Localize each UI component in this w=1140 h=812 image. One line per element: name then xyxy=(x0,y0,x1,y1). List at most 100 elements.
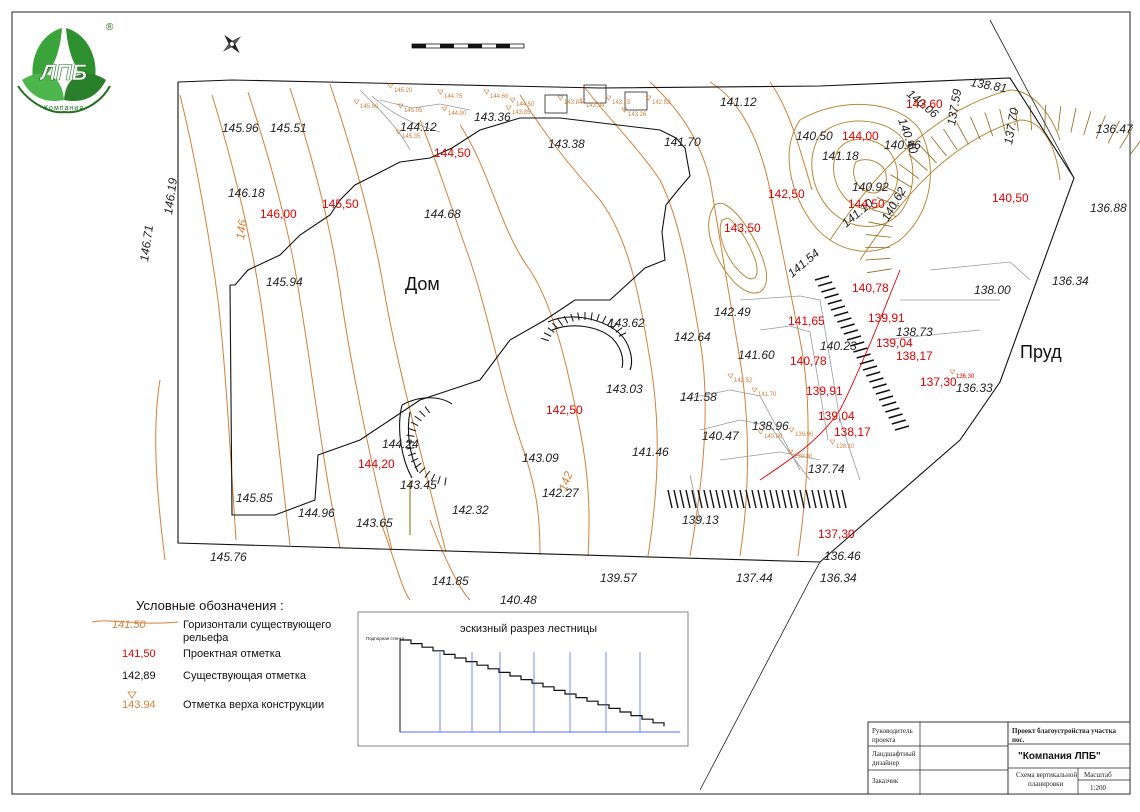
top-elevation: 144.75 xyxy=(444,94,463,100)
existing-elevation: 141.70 xyxy=(664,135,701,149)
existing-elevation: 136.34 xyxy=(820,571,857,585)
existing-elevation: 143.38 xyxy=(548,137,585,151)
house-label: Дом xyxy=(405,274,440,294)
top-elevation: 138.10 xyxy=(836,444,855,450)
top-elevation: 142.52 xyxy=(652,100,671,106)
existing-elevation: 145.85 xyxy=(236,491,273,505)
project-elevation: 140,78 xyxy=(852,281,889,295)
project-elevation: 144,00 xyxy=(842,129,879,143)
top-marker-icon xyxy=(606,96,611,100)
project-elevation: 143,60 xyxy=(906,97,943,111)
legend-project-text: Проектная отметка xyxy=(183,648,282,660)
logo-registered-mark: ® xyxy=(106,22,114,33)
project-elevation: 143,50 xyxy=(724,221,761,235)
existing-elevation: 141.12 xyxy=(720,95,757,109)
top-elevation: 142.52 xyxy=(734,378,753,384)
logo-text: ЛПБ xyxy=(39,60,88,85)
existing-elevation: 142.64 xyxy=(674,330,711,344)
project-elevation: 138,17 xyxy=(834,425,871,439)
top-marker-icon xyxy=(558,96,563,100)
project-elevation: 142,50 xyxy=(768,187,805,201)
existing-elevation: 140.50 xyxy=(796,129,833,143)
existing-elevation: 141.46 xyxy=(632,445,669,459)
existing-elevation: 146.71 xyxy=(137,224,156,262)
top-marker-icon xyxy=(510,98,515,102)
top-elevation: 139.90 xyxy=(795,432,814,438)
existing-elevation: 137.74 xyxy=(808,462,845,476)
scale-bar xyxy=(412,44,524,48)
project-elevation: 144,50 xyxy=(848,197,885,211)
top-elevation: 143.26 xyxy=(628,112,647,118)
company-logo: ЛПБ Компания ® xyxy=(16,22,114,123)
tb-scale-value: 1:200 xyxy=(1090,784,1106,792)
existing-elevation: 141.18 xyxy=(822,149,859,163)
existing-elevation: 144.12 xyxy=(400,120,437,134)
project-elevation: 139,04 xyxy=(876,336,913,350)
existing-elevation: 141.58 xyxy=(680,390,717,404)
top-elevation: 144.90 xyxy=(448,111,467,117)
legend-top-text: Отметка верха конструкции xyxy=(183,699,324,711)
legend-existing-value: 142,89 xyxy=(122,670,156,682)
top-elevation: 143.85 xyxy=(512,110,531,116)
top-elevation: 139.00 xyxy=(794,454,813,460)
top-marker-icon xyxy=(789,428,794,432)
existing-elevation: 137.44 xyxy=(736,571,773,585)
existing-elevation: 136.46 xyxy=(824,549,861,563)
top-elevation: 140.80 xyxy=(764,434,783,440)
existing-elevation: 139.13 xyxy=(682,513,719,527)
project-elevation: 144,20 xyxy=(358,457,395,471)
existing-elevation: 146.18 xyxy=(228,186,265,200)
project-elevation: 140,78 xyxy=(790,354,827,368)
legend-contour-text: Горизонтали существующего рельефа xyxy=(183,619,334,644)
project-elevation: 137,30 xyxy=(920,375,957,389)
project-elevation: 139,91 xyxy=(868,311,905,325)
existing-elevation: 145.76 xyxy=(210,550,247,564)
top-elevation: 143.15 xyxy=(612,100,631,106)
top-marker-icon xyxy=(752,388,757,392)
project-elevation: 141,65 xyxy=(788,314,825,328)
project-elevation: 144,50 xyxy=(434,146,471,160)
existing-elevation: 136.47 xyxy=(1096,122,1134,136)
section-title: эскизный разрез лестницы xyxy=(460,623,597,635)
contour-value: 146 xyxy=(233,218,250,240)
top-marker-icon xyxy=(442,107,447,111)
tb-scale-label: Масштаб xyxy=(1084,771,1112,779)
existing-elevation: 140.48 xyxy=(500,593,537,607)
existing-elevation: 141.54 xyxy=(785,246,822,281)
project-elevation: 137,30 xyxy=(818,527,855,541)
existing-elevation: 137.59 xyxy=(944,88,964,127)
existing-elevation: 145.96 xyxy=(222,121,259,135)
existing-elevation: 142.49 xyxy=(714,305,751,319)
top-marker-icon xyxy=(950,370,955,374)
project-elevation: 140,50 xyxy=(992,191,1029,205)
existing-elevation: 143.62 xyxy=(608,316,645,330)
top-elevation: 141.70 xyxy=(758,392,777,398)
project-elevation: 139,04 xyxy=(818,409,855,423)
top-marker-icon xyxy=(484,90,489,94)
existing-elevation: 143.65 xyxy=(356,516,393,530)
tb-company: "Компания ЛПБ" xyxy=(1018,751,1101,762)
top-marker-icon xyxy=(438,90,443,94)
top-elevation: 144.50 xyxy=(516,102,535,108)
top-elevation: 143.84 xyxy=(564,100,583,106)
top-marker-icon xyxy=(354,100,359,104)
existing-elevation: 138.96 xyxy=(752,419,789,433)
existing-elevation: 136.88 xyxy=(1090,201,1127,215)
existing-elevation: 143.09 xyxy=(522,451,559,465)
existing-elevation: 141.85 xyxy=(432,574,469,588)
existing-elevation: 143.45 xyxy=(400,478,437,492)
project-elevation: 145,50 xyxy=(322,197,359,211)
top-elevation: 145.90 xyxy=(360,104,379,110)
top-elevation: 136,30 xyxy=(956,374,975,380)
stair-section: эскизный разрез лестницы Подпорная стенк… xyxy=(358,612,688,746)
top-elevation: 144.60 xyxy=(490,94,509,100)
existing-elevation: 144.96 xyxy=(298,506,335,520)
legend-top-marker-icon xyxy=(128,692,136,698)
existing-elevation: 136.33 xyxy=(956,381,993,395)
top-elevation: 145.35 xyxy=(402,134,421,140)
existing-elevation: 140.23 xyxy=(820,339,857,353)
existing-elevation: 145.51 xyxy=(270,121,307,135)
existing-elevation: 144.24 xyxy=(382,437,419,451)
